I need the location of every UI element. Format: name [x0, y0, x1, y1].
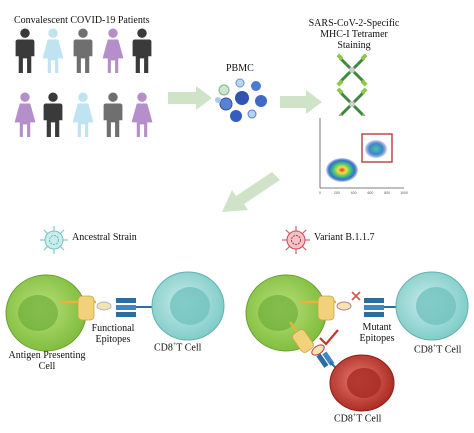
pbmc-cells — [215, 78, 267, 122]
patient-icon — [103, 92, 123, 137]
flow-axis-tick: 0 — [319, 191, 321, 195]
patient-icon — [102, 28, 124, 73]
virus-icon — [40, 226, 68, 254]
cd8-tcell-label-right: CD8+T Cell — [414, 342, 461, 355]
epitope-peptide — [96, 301, 112, 311]
patient-icon — [131, 92, 153, 137]
cd8-text: CD8 — [154, 342, 173, 354]
patient-icon — [15, 28, 35, 73]
patients-title: Convalescent COVID-19 Patients — [14, 15, 150, 26]
patient-icon — [14, 92, 36, 137]
arrow-to-tetramer — [280, 90, 322, 114]
mutant-epitopes-label: Mutant Epitopes — [352, 322, 402, 344]
ancestral-strain-label: Ancestral Strain — [72, 232, 137, 243]
arrow-to-pbmc — [168, 86, 212, 110]
tcr-left — [116, 298, 154, 317]
mutant-epitopes-line: Mutant — [362, 322, 392, 333]
virus-icon — [282, 226, 310, 254]
tetramer-title: SARS-CoV-2-Specific MHC-I Tetramer Stain… — [306, 18, 402, 51]
epitope-peptide — [311, 344, 325, 356]
patient-icon — [43, 92, 63, 137]
cd8-sup: + — [352, 413, 357, 419]
flow-axis-tick: 600 — [367, 191, 373, 195]
apc-cell-right — [245, 274, 352, 356]
arrow-to-epitopes — [222, 172, 280, 212]
tetramer-gate — [361, 133, 393, 163]
tcell-text: T Cell — [176, 342, 202, 354]
flow-axis-tick: 800 — [384, 191, 390, 195]
mhc-molecule — [317, 295, 335, 321]
apc-label-line: Cell — [38, 361, 56, 372]
variant-label: Variant B.1.1.7 — [314, 232, 375, 243]
check-icon — [319, 329, 339, 346]
cd8-tcell-label-left: CD8+T Cell — [154, 340, 201, 353]
flow-population-positive — [365, 140, 387, 158]
functional-epitopes-line: Functional — [91, 323, 135, 334]
patient-icon — [42, 28, 64, 73]
mhc-molecule — [77, 295, 95, 321]
cd8-tcell-red — [329, 354, 395, 412]
patient-icon — [73, 28, 93, 73]
patient-icon — [72, 92, 94, 137]
patient-icon — [132, 28, 152, 73]
flow-population-negative — [326, 158, 358, 182]
flow-axis-tick: 1000 — [400, 191, 408, 195]
functional-epitopes-line: Epitopes — [95, 334, 131, 345]
tetramer-title-line: SARS-CoV-2-Specific — [308, 18, 400, 29]
epitope-peptide — [336, 301, 352, 311]
mutant-epitopes-line: Epitopes — [359, 333, 395, 344]
tetramer-title-line: MHC-I Tetramer — [320, 29, 388, 40]
apc-label-line: Antigen Presenting — [8, 350, 86, 361]
patient-row-2 — [14, 92, 153, 137]
cd8-text: CD8 — [414, 344, 433, 356]
tcell-text: T Cell — [436, 344, 462, 356]
cd8-tcell-label-bottom: CD8+T Cell — [334, 411, 381, 424]
apc-label: Antigen Presenting Cell — [6, 350, 88, 372]
cd8-text: CD8 — [334, 413, 353, 425]
pbmc-label: PBMC — [226, 63, 254, 74]
apc-cell-left — [5, 274, 112, 352]
cd8-tcell-left — [151, 271, 225, 341]
flow-axis-tick: 200 — [334, 191, 340, 195]
tetramer-icon — [336, 53, 368, 121]
tcell-text: T Cell — [356, 413, 382, 425]
flow-cytometry-plot: 0 200 400 600 800 1000 — [318, 116, 408, 195]
patient-row-1 — [15, 28, 152, 73]
functional-epitopes-label: Functional Epitopes — [86, 323, 140, 345]
cd8-sup: + — [432, 344, 437, 350]
mhc-molecule — [292, 329, 314, 353]
x-mark-icon — [351, 291, 361, 301]
cd8-tcell-right — [395, 271, 469, 341]
tetramer-title-line: Staining — [337, 40, 371, 51]
flow-axis-tick: 400 — [351, 191, 357, 195]
cd8-sup: + — [172, 342, 177, 348]
